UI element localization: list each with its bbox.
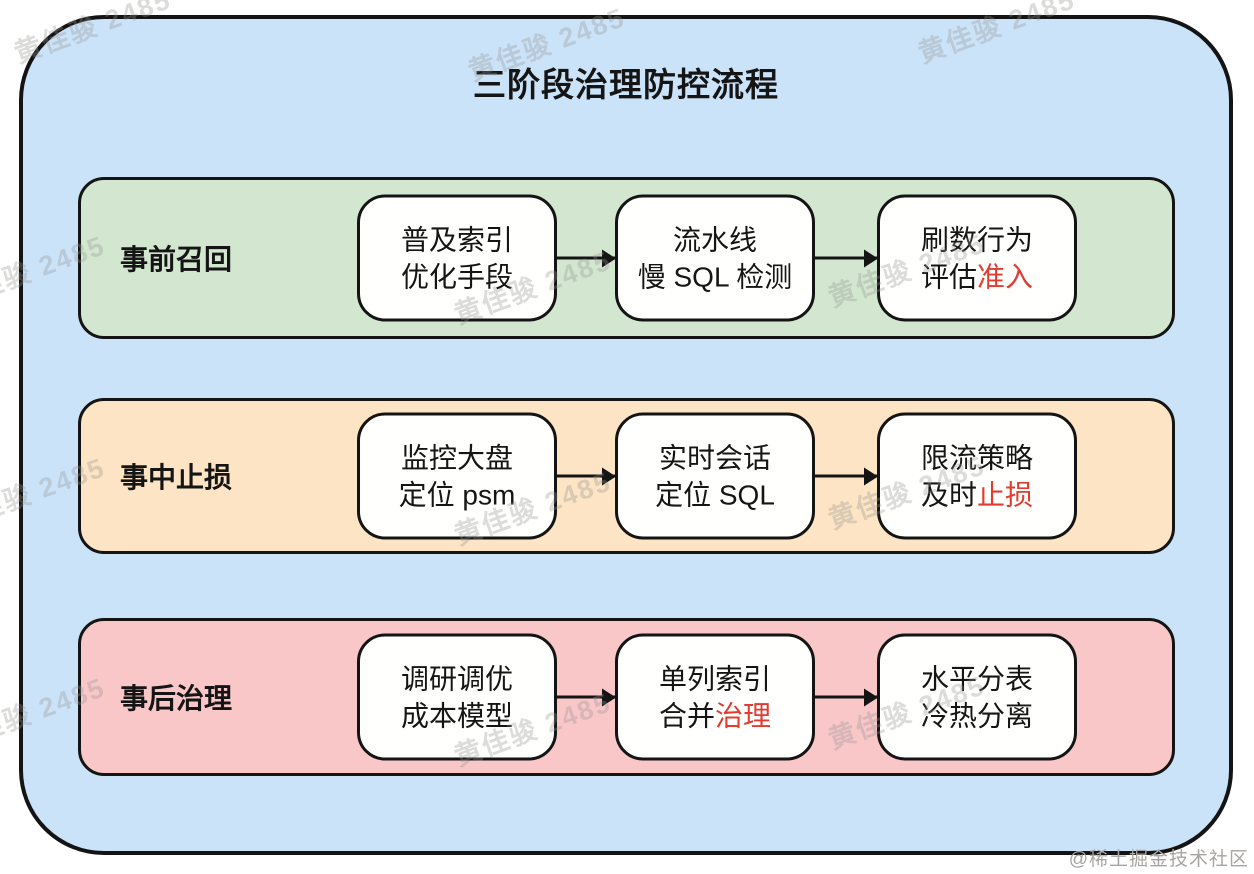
flow-arrow <box>815 474 877 478</box>
node-line1: 实时会话 <box>658 442 771 473</box>
stage-band-during: 事中止损 监控大盘 定位 psm 实时会话 定位 SQL 限流策略 及时止损 <box>78 398 1175 554</box>
node-line1: 监控大盘 <box>400 442 513 473</box>
flow-node: 限流策略 及时止损 <box>877 412 1077 540</box>
node-line1: 调研调优 <box>400 663 513 694</box>
flow-node: 水平分表 冷热分离 <box>877 633 1077 761</box>
diagram-title: 三阶段治理防控流程 <box>473 66 779 103</box>
node-line2: 合并治理 <box>658 700 772 731</box>
stage-label-after: 事后治理 <box>120 683 233 714</box>
flow-node: 调研调优 成本模型 <box>357 633 557 761</box>
node-line2: 定位 psm <box>398 479 516 510</box>
node-line2: 定位 SQL <box>655 479 775 510</box>
node-highlight: 治理 <box>715 700 772 731</box>
stage-label-before: 事前召回 <box>120 244 233 275</box>
node-line1: 水平分表 <box>920 663 1033 694</box>
stage-label-during: 事中止损 <box>120 462 233 493</box>
node-line1: 普及索引 <box>400 224 513 255</box>
flow-arrow <box>815 256 877 260</box>
flow-arrow <box>557 474 615 478</box>
node-line1: 刷数行为 <box>920 224 1033 255</box>
flow-node: 普及索引 优化手段 <box>357 194 557 322</box>
watermark-credit: @稀土掘金技术社区 <box>1068 849 1249 870</box>
flow-arrow <box>557 256 615 260</box>
stage-band-before: 事前召回 普及索引 优化手段 流水线 慢 SQL 检测 刷数行为 评估准入 <box>78 177 1175 339</box>
node-line2: 冷热分离 <box>920 700 1033 731</box>
node-line2: 及时止损 <box>920 479 1034 510</box>
node-highlight: 准入 <box>977 261 1034 292</box>
stage-band-after: 事后治理 调研调优 成本模型 单列索引 合并治理 水平分表 冷热分离 <box>78 618 1175 776</box>
node-highlight: 止损 <box>977 479 1034 510</box>
flow-node: 流水线 慢 SQL 检测 <box>615 194 815 322</box>
node-line2: 评估准入 <box>920 261 1034 292</box>
node-line1: 限流策略 <box>920 442 1033 473</box>
flow-container: 三阶段治理防控流程 事前召回 普及索引 优化手段 流水线 慢 SQL 检测 刷数… <box>19 15 1233 855</box>
node-line2: 优化手段 <box>400 261 513 292</box>
flow-arrow <box>557 695 615 699</box>
flow-node: 单列索引 合并治理 <box>615 633 815 761</box>
flow-arrow <box>815 695 877 699</box>
flow-node: 实时会话 定位 SQL <box>615 412 815 540</box>
node-line2: 成本模型 <box>400 700 513 731</box>
node-line2: 慢 SQL 检测 <box>637 261 793 292</box>
node-line1: 单列索引 <box>658 663 771 694</box>
flow-node: 监控大盘 定位 psm <box>357 412 557 540</box>
flow-node: 刷数行为 评估准入 <box>877 194 1077 322</box>
node-line1: 流水线 <box>672 224 757 255</box>
